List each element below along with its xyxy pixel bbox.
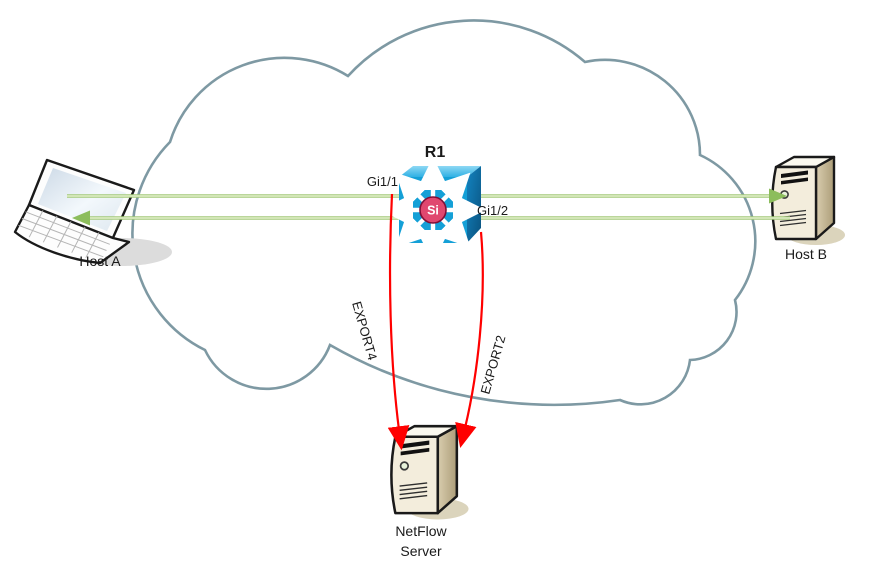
arrowhead-right: [769, 188, 787, 204]
gi1-1-interface-label: Gi1/1: [367, 174, 398, 189]
switch-top-face: [399, 166, 481, 177]
host-b-label: Host B: [785, 246, 827, 262]
router-r1-icon: Si: [380, 157, 486, 263]
export2-arrow: [455, 231, 484, 449]
host-b-server-icon: [771, 155, 847, 247]
host-a-label: Host A: [79, 253, 121, 269]
laptop-keys: [18, 210, 110, 259]
laptop-screen: [38, 168, 126, 231]
si-badge-label: Si: [427, 204, 439, 218]
netflow-server-label-line1: NetFlow: [395, 523, 447, 539]
netflow-server-label-line2: Server: [400, 543, 442, 559]
si-badge: [419, 196, 447, 224]
r1-label: R1: [425, 144, 446, 161]
host-a-laptop-icon: [13, 158, 172, 266]
arrowhead-left: [72, 210, 90, 226]
gi1-2-interface-label: Gi1/2: [477, 203, 508, 218]
netflow-server-icon: [390, 424, 470, 521]
export1-arrow: [387, 193, 410, 451]
